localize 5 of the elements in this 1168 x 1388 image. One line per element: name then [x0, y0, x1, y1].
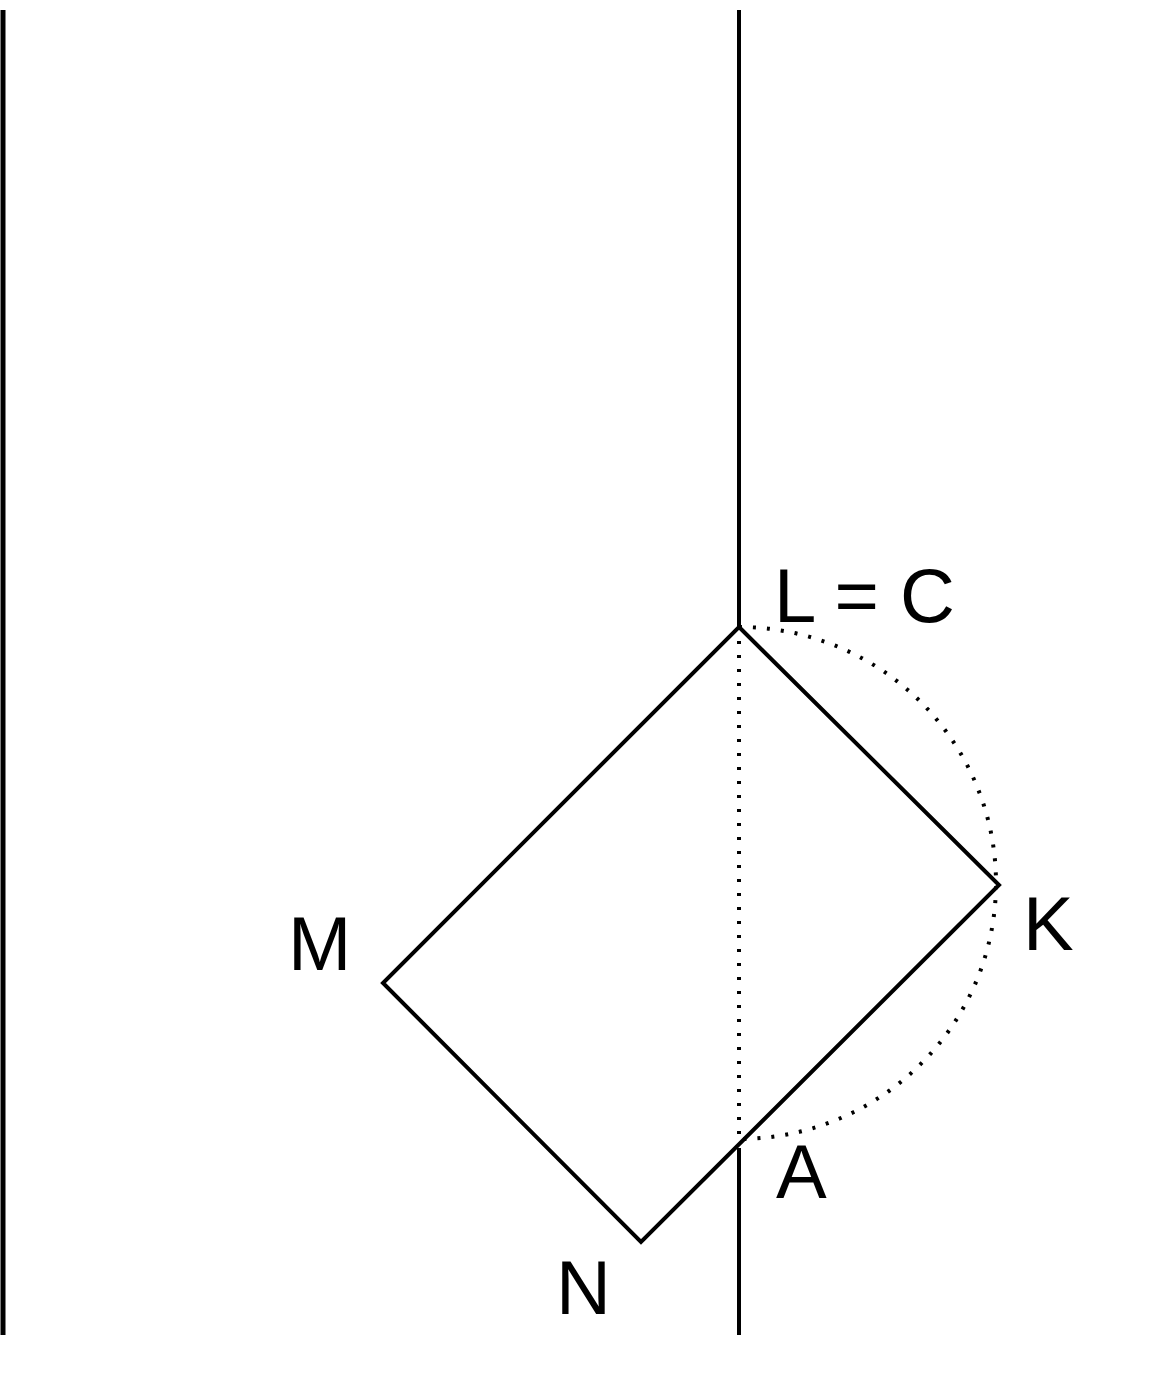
point-label: A — [776, 1134, 827, 1210]
point-label: K — [1023, 886, 1074, 962]
point-label: M — [288, 906, 352, 982]
point-label: L = C — [774, 558, 955, 634]
point-label: N — [556, 1250, 611, 1326]
